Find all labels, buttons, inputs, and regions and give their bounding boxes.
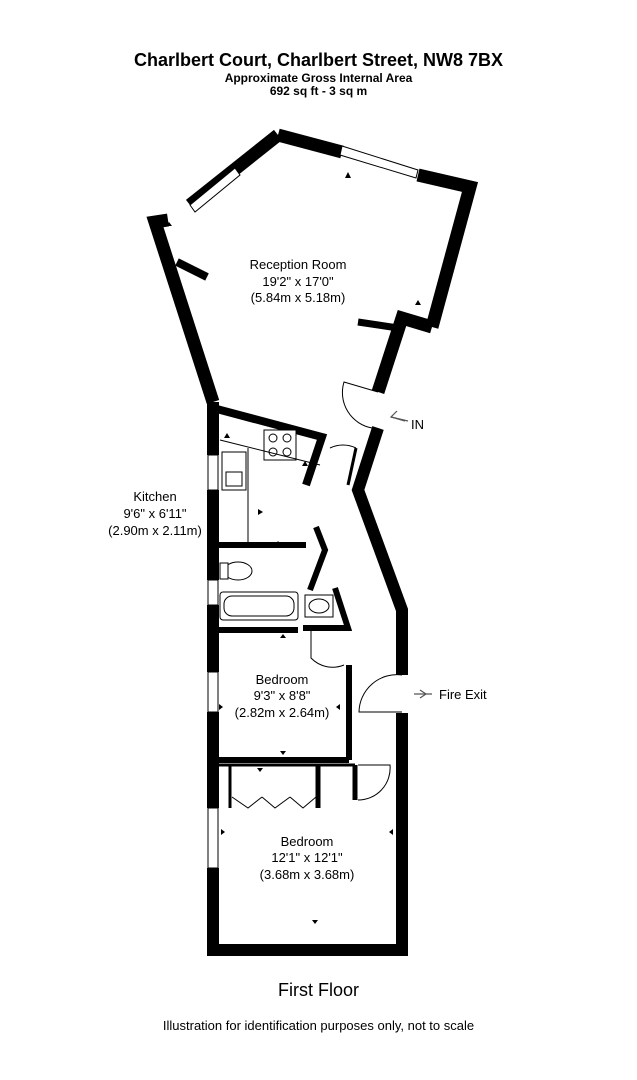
- measure-arrows: [166, 172, 421, 924]
- svg-text:(2.82m x 2.64m): (2.82m x 2.64m): [235, 705, 330, 720]
- svg-text:Reception Room: Reception Room: [250, 257, 347, 272]
- svg-text:9'3" x 8'8": 9'3" x 8'8": [254, 688, 311, 703]
- entrance-door: [341, 381, 379, 429]
- svg-text:12'1" x 12'1": 12'1" x 12'1": [271, 850, 343, 865]
- window-bed2: [207, 807, 219, 869]
- kitchen-label: Kitchen 9'6" x 6'11" (2.90m x 2.11m): [108, 489, 202, 538]
- svg-text:19'2" x 17'0": 19'2" x 17'0": [262, 274, 334, 289]
- walls: [146, 128, 479, 956]
- reception-wall-right: [371, 309, 434, 395]
- svg-text:Kitchen: Kitchen: [133, 489, 176, 504]
- plan-title: Charlbert Court, Charlbert Street, NW8 7…: [133, 50, 504, 70]
- corridor-door: [310, 630, 345, 668]
- kitchen-door: [329, 444, 357, 449]
- doors: [310, 381, 403, 801]
- reception-wall-left: [146, 213, 220, 404]
- fire-exit-label: Fire Exit: [439, 687, 487, 702]
- reception-label: Reception Room 19'2" x 17'0" (5.84m x 5.…: [250, 257, 347, 305]
- windows: [189, 145, 419, 869]
- plan-area: 692 sq ft - 3 sq m: [269, 84, 368, 98]
- hob-ring-2: [282, 433, 292, 443]
- bath-wall-box: [303, 587, 353, 631]
- entrance-label: IN: [411, 417, 424, 432]
- corridor-wall-right: [351, 426, 408, 675]
- reception-wall-top: [276, 128, 344, 159]
- window-bath: [207, 579, 219, 606]
- kitchen-door-jamb: [346, 447, 358, 486]
- entry-arrows: [389, 410, 432, 699]
- hob-ring-1: [268, 433, 278, 443]
- window-top: [339, 145, 419, 179]
- fire-exit-door: [358, 674, 403, 713]
- hob-ring-4: [282, 447, 292, 457]
- svg-text:Bedroom: Bedroom: [281, 834, 334, 849]
- svg-text:9'6" x 6'11": 9'6" x 6'11": [123, 506, 186, 521]
- bedroom1-label: Bedroom 9'3" x 8'8" (2.82m x 2.64m): [235, 672, 330, 720]
- bed2-door: [357, 764, 391, 801]
- reception-wall-top-right: [416, 168, 479, 329]
- bath-wall-right: [307, 525, 329, 592]
- window-bed1: [207, 671, 219, 713]
- svg-text:(2.90m x 2.11m): (2.90m x 2.11m): [108, 523, 202, 538]
- plan-subtitle: Approximate Gross Internal Area: [224, 71, 413, 85]
- wardrobe-doors: [231, 796, 317, 809]
- window-top-left: [189, 167, 241, 213]
- bedroom2-label: Bedroom 12'1" x 12'1" (3.68m x 3.68m): [260, 834, 355, 882]
- floor-label: First Floor: [278, 980, 359, 1000]
- hob-ring-3: [268, 447, 278, 457]
- reception-stub-right: [357, 318, 399, 332]
- svg-text:Bedroom: Bedroom: [256, 672, 309, 687]
- fixtures: [219, 429, 334, 621]
- disclaimer: Illustration for identification purposes…: [162, 1018, 475, 1033]
- svg-text:(3.68m x 3.68m): (3.68m x 3.68m): [260, 867, 355, 882]
- window-kitchen: [207, 454, 219, 491]
- reception-stub-left: [175, 258, 209, 281]
- worktop-top-edge: [219, 439, 321, 466]
- kitchen-wall-top: [211, 404, 328, 487]
- svg-text:(5.84m x 5.18m): (5.84m x 5.18m): [251, 290, 346, 305]
